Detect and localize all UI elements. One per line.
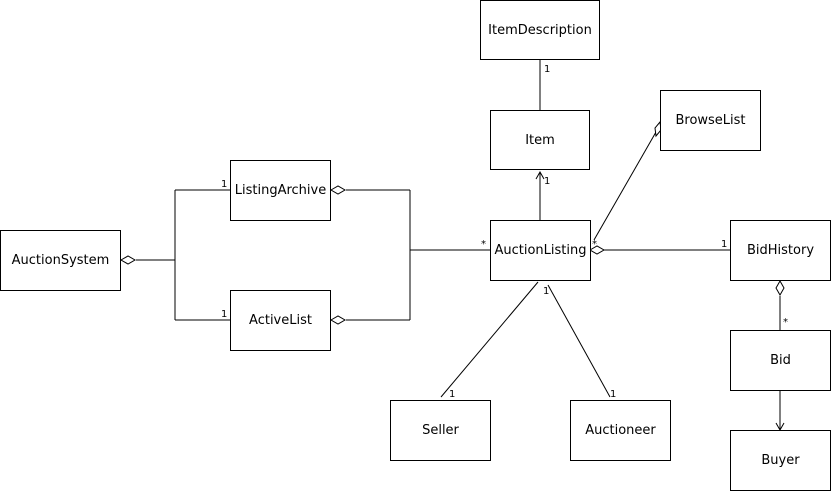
class-auction-system-label: AuctionSystem — [11, 253, 110, 268]
class-auction-listing-label: AuctionListing — [494, 243, 587, 258]
class-active-list-label: ActiveList — [249, 313, 312, 328]
line-auctionlisting-auctioneer — [547, 284, 611, 398]
aggregation-diamond-auctionsystem — [119, 255, 137, 265]
aggregation-diamond-auctionlisting — [588, 245, 606, 255]
class-auction-system[interactable]: AuctionSystem — [0, 230, 121, 291]
class-auction-listing[interactable]: AuctionListing — [490, 220, 591, 281]
line-browselist-auctionlisting — [593, 131, 657, 241]
class-auctioneer[interactable]: Auctioneer — [570, 400, 671, 461]
mult-auctionsystem-listingarchive: 1 — [221, 179, 227, 190]
class-buyer-label: Buyer — [761, 453, 800, 468]
mult-auctionlisting-item: 1 — [544, 176, 550, 187]
mult-lists-auctionlisting: * — [481, 239, 486, 250]
arrowhead-item — [535, 170, 545, 180]
class-item-label: Item — [525, 132, 555, 148]
class-auctioneer-label: Auctioneer — [585, 423, 656, 438]
class-bid[interactable]: Bid — [730, 330, 831, 391]
mult-auctionsystem-activelist: 1 — [221, 309, 227, 320]
class-bid-history-label: BidHistory — [746, 243, 815, 258]
mult-item-itemdescription: 1 — [544, 64, 550, 75]
mult-auctionlisting-bidhistory: 1 — [721, 239, 727, 250]
line-auctionlisting-seller — [440, 281, 539, 398]
mult-bidhistory-bid: * — [783, 317, 788, 328]
aggregation-diamond-listingarchive — [329, 185, 347, 195]
class-listing-archive[interactable]: ListingArchive — [230, 160, 331, 221]
class-active-list[interactable]: ActiveList — [230, 290, 331, 351]
class-listing-archive-label: ListingArchive — [234, 183, 327, 198]
class-seller-label: Seller — [422, 423, 459, 438]
class-bid-label: Bid — [770, 353, 791, 368]
aggregation-diamond-bidhistory — [775, 279, 785, 297]
class-browse-list[interactable]: BrowseList — [660, 90, 761, 151]
aggregation-diamond-activelist — [329, 315, 347, 325]
class-browse-list-label: BrowseList — [675, 113, 746, 128]
mult-auctionlisting-seller-top: 1 — [543, 286, 549, 297]
class-item-description[interactable]: ItemDescription — [480, 0, 600, 60]
mult-auctioneer: 1 — [610, 389, 616, 400]
class-item-description-label: ItemDescription — [488, 22, 592, 38]
mult-seller: 1 — [449, 389, 455, 400]
class-buyer[interactable]: Buyer — [730, 430, 831, 491]
class-seller[interactable]: Seller — [390, 400, 491, 461]
class-bid-history[interactable]: BidHistory — [730, 220, 831, 281]
mult-browselist-auctionlisting: * — [592, 239, 597, 250]
class-item[interactable]: Item — [490, 110, 590, 170]
